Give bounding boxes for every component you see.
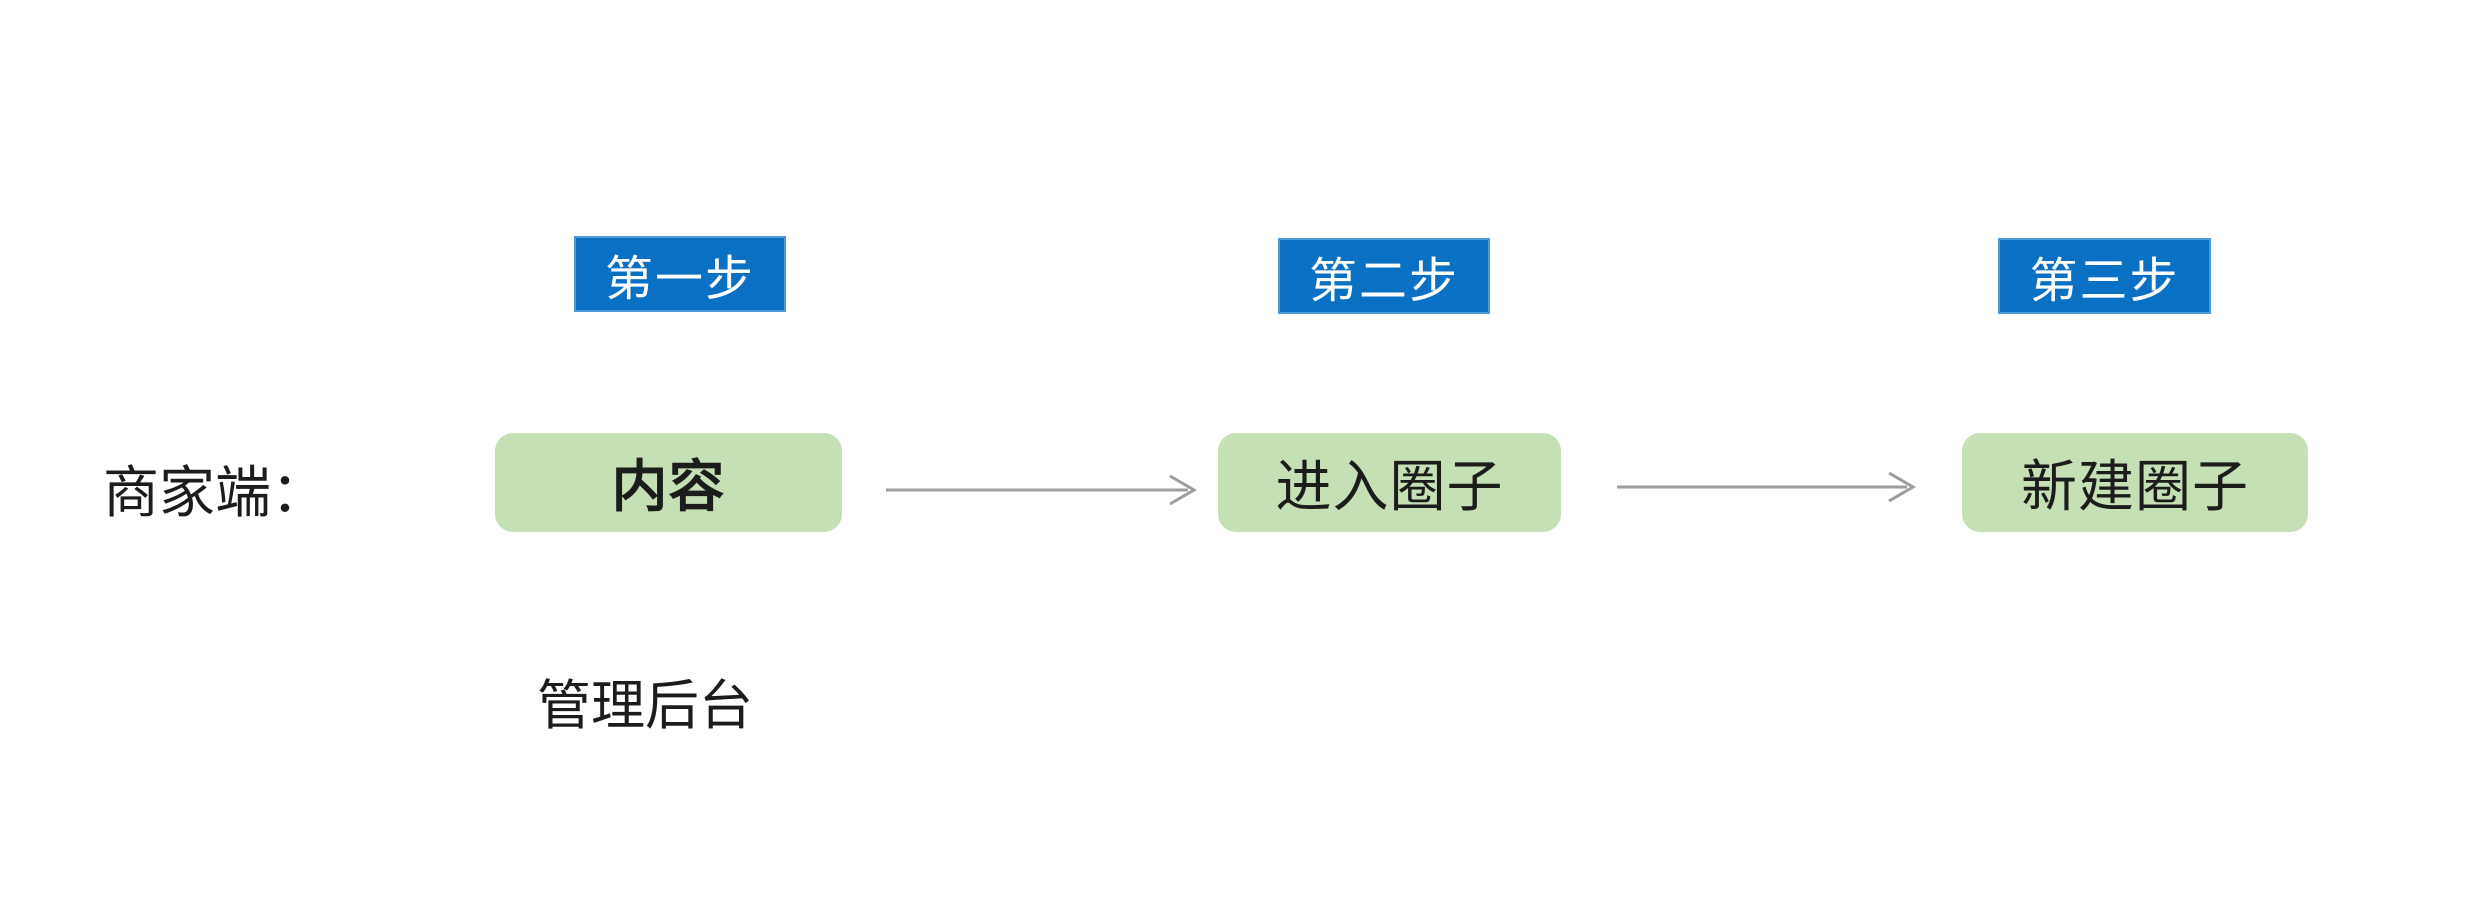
arrow-right-icon	[1617, 471, 1916, 503]
step-badge-1: 第一步	[574, 236, 786, 312]
flow-node-content: 内容	[495, 433, 842, 532]
flow-node-create-circle: 新建圈子	[1962, 433, 2308, 532]
row-label-merchant-side: 商家端：	[103, 461, 327, 524]
step-badge-2: 第二步	[1278, 238, 1490, 314]
row-sublabel-admin-backend: 管理后台	[537, 676, 753, 736]
step-badge-3: 第三步	[1998, 238, 2211, 314]
flow-node-enter-circle: 进入圈子	[1218, 433, 1561, 532]
arrow-right-icon	[886, 474, 1197, 506]
